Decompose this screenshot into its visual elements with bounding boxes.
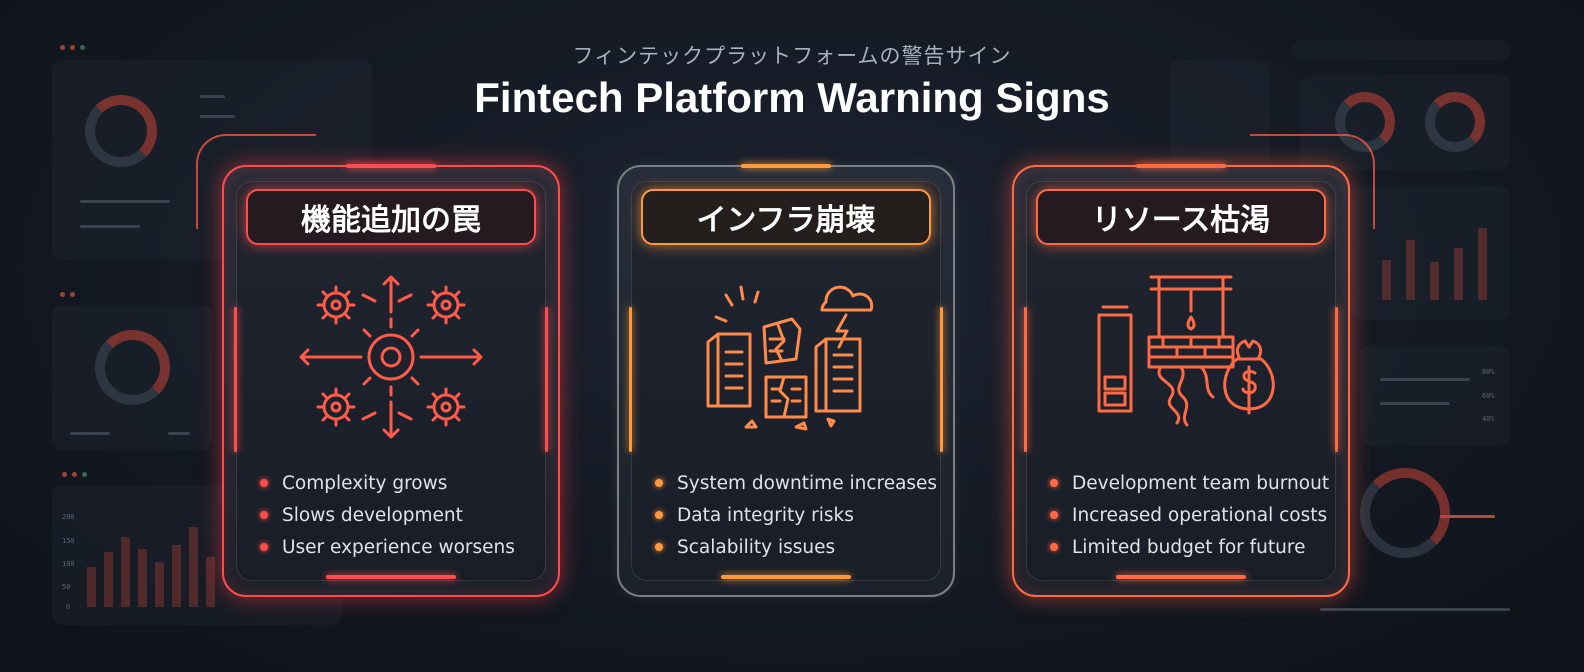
card-side-glow <box>1024 307 1027 452</box>
bg-tick: 200 <box>62 513 75 521</box>
list-item: Scalability issues <box>655 531 943 563</box>
card-side-glow <box>545 307 548 452</box>
card-title: 機能追加の罠 <box>246 189 536 245</box>
bullet-dot <box>1050 511 1058 519</box>
bullet-dot <box>655 479 663 487</box>
page-title: Fintech Platform Warning Signs <box>474 74 1110 121</box>
list-item-text: User experience worsens <box>282 536 515 558</box>
servers-collapsing-icon <box>706 285 874 431</box>
bg-tick: 80% <box>1482 368 1495 376</box>
list-item: Increased operational costs <box>1050 499 1338 531</box>
warning-card-infra-collapse: インフラ崩壊 System downtime increases Data in… <box>617 164 955 597</box>
bg-tick: 100 <box>62 560 75 568</box>
warning-card-resource-drain: リソース枯渇 Development team burnout Increase… <box>1012 164 1350 597</box>
list-item: Data integrity risks <box>655 499 943 531</box>
list-item-text: Development team burnout <box>1072 472 1330 494</box>
card-inner-frame <box>236 181 546 581</box>
bg-tick: 150 <box>62 537 75 545</box>
list-item-text: Limited budget for future <box>1072 536 1306 558</box>
list-item: Development team burnout <box>1050 467 1338 499</box>
list-item-text: Data integrity risks <box>677 504 854 526</box>
card-side-glow <box>940 307 943 452</box>
card-bottom-glow <box>721 575 851 579</box>
warning-list: Complexity grows Slows development User … <box>260 467 548 563</box>
list-item-text: Slows development <box>282 504 463 526</box>
card-side-glow <box>1335 307 1338 452</box>
card-bottom-glow <box>1116 575 1246 579</box>
bullet-dot <box>260 543 268 551</box>
list-item-text: Complexity grows <box>282 472 448 494</box>
gears-expanding-icon <box>299 275 483 439</box>
card-top-glow <box>741 164 831 168</box>
card-top-glow <box>1136 164 1226 168</box>
card-top-glow <box>346 164 436 168</box>
list-item: Limited budget for future <box>1050 531 1338 563</box>
list-item-text: Scalability issues <box>677 536 836 558</box>
bg-tick: 50 <box>62 583 71 591</box>
bg-tick: 0 <box>66 603 71 611</box>
bullet-dot <box>655 511 663 519</box>
list-item-text: Increased operational costs <box>1072 504 1328 526</box>
warning-card-feature-trap: 機能追加の罠 Complexity grows Slows developm <box>222 164 560 597</box>
page-subtitle: フィンテックプラットフォームの警告サイン <box>572 44 1012 68</box>
bullet-dot <box>260 479 268 487</box>
list-item: Complexity grows <box>260 467 548 499</box>
bullet-dot <box>655 543 663 551</box>
bullet-dot <box>260 511 268 519</box>
warning-list: System downtime increases Data integrity… <box>655 467 943 563</box>
list-item-text: System downtime increases <box>677 472 938 494</box>
card-title: リソース枯渇 <box>1036 189 1326 245</box>
card-bottom-glow <box>326 575 456 579</box>
list-item: User experience worsens <box>260 531 548 563</box>
card-title: インフラ崩壊 <box>641 189 931 245</box>
bullet-dot <box>1050 479 1058 487</box>
card-inner-frame <box>631 181 941 581</box>
drained-resources-icon <box>1097 275 1275 427</box>
list-item: Slows development <box>260 499 548 531</box>
bullet-dot <box>1050 543 1058 551</box>
list-item: System downtime increases <box>655 467 943 499</box>
warning-list: Development team burnout Increased opera… <box>1050 467 1338 563</box>
bg-tick: 60% <box>1482 392 1495 400</box>
card-side-glow <box>234 307 237 452</box>
card-side-glow <box>629 307 632 452</box>
bg-tick: 40% <box>1482 415 1495 423</box>
